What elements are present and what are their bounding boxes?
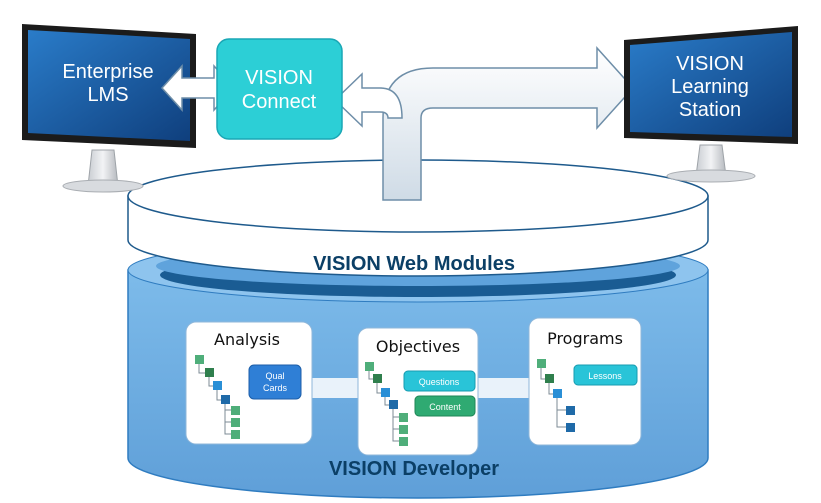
right-monitor-line1: VISION <box>676 53 744 75</box>
questions-label: Questions <box>419 377 460 387</box>
connector-strip <box>312 378 360 398</box>
objectives-title: Objectives <box>376 337 460 356</box>
analysis-title: Analysis <box>214 330 280 349</box>
lessons-label: Lessons <box>588 371 622 381</box>
vision-connect-box <box>216 38 343 140</box>
programs-card: Programs Lessons <box>528 317 642 446</box>
qual-cards-line2: Cards <box>263 383 288 393</box>
content-label: Content <box>429 402 461 412</box>
connector-strip <box>478 378 530 398</box>
objectives-card: Objectives Questions Content <box>357 327 479 456</box>
analysis-card: Analysis Qual Cards <box>185 321 313 445</box>
lessons-tag <box>573 364 638 386</box>
right-monitor-line3: Station <box>679 99 741 121</box>
questions-tag <box>403 370 476 392</box>
connect-line2: Connect <box>242 91 317 113</box>
content-tag <box>414 395 476 417</box>
qual-cards-tag <box>248 364 302 400</box>
developer-label: VISION Developer <box>329 458 499 480</box>
left-monitor-line1: Enterprise <box>62 61 153 83</box>
left-monitor <box>22 24 196 193</box>
programs-title: Programs <box>547 329 623 348</box>
connect-line1: VISION <box>245 67 313 89</box>
right-monitor-line2: Learning <box>671 76 749 98</box>
right-monitor <box>624 26 798 183</box>
web-modules-label: VISION Web Modules <box>313 253 515 275</box>
left-monitor-line2: LMS <box>87 84 128 106</box>
curved-arrow <box>333 46 635 201</box>
qual-cards-line1: Qual <box>265 371 284 381</box>
